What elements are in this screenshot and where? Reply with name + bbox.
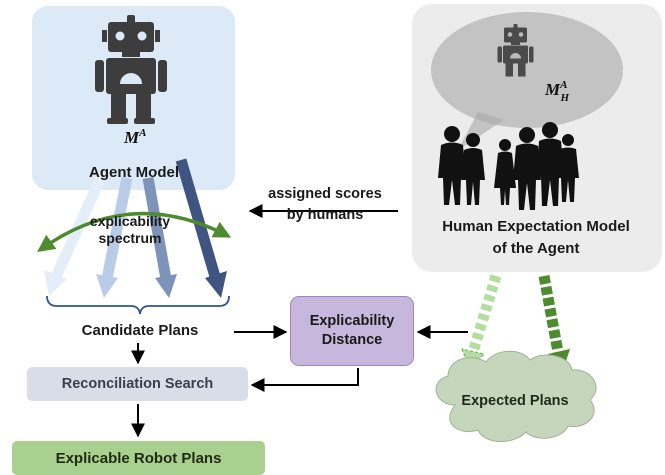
robot-icon-small	[497, 24, 534, 77]
explicable-robot-plans-label: Explicable Robot Plans	[55, 449, 222, 467]
human-model-label-line1: Human Expectation Model	[442, 218, 630, 235]
agent-model-label: Agent Model	[89, 164, 179, 181]
distance-to-reconciliation-arrow	[250, 368, 359, 392]
reconciliation-search-box: Reconciliation Search	[27, 367, 248, 401]
spectrum-label: explicability spectrum	[70, 213, 190, 247]
scores-label-line1: assigned scores	[268, 186, 382, 202]
spectrum-arc	[37, 211, 232, 253]
explicability-distance-line1: Explicability	[309, 313, 395, 329]
reconciliation-search-label: Reconciliation Search	[61, 376, 214, 392]
scores-label-line2: by humans	[286, 207, 364, 223]
human-model-label-line2: of the Agent	[492, 240, 580, 257]
scores-label: assigned scores by humans	[250, 184, 400, 226]
human-model-label: Human Expectation Model of the Agent	[405, 216, 665, 260]
explicability-distance-line2: Distance	[321, 332, 383, 348]
spectrum-label-line1: explicability	[89, 213, 171, 229]
spectrum-arrow-4	[175, 158, 227, 298]
cloud-shape	[435, 350, 597, 442]
candidate-brace	[46, 295, 230, 315]
expected-plans-label: Expected Plans	[461, 393, 569, 409]
robot-icon	[95, 15, 167, 124]
explicability-distance-box: Explicability Distance	[290, 296, 414, 366]
agent-model-symbol: MA	[123, 127, 146, 147]
explicable-robot-plans-box: Explicable Robot Plans	[12, 441, 265, 475]
human-model-superscript: A	[559, 79, 567, 91]
spectrum-label-line2: spectrum	[98, 230, 162, 246]
expected-arrow-light	[461, 274, 502, 371]
agent-model-superscript: A	[138, 127, 146, 139]
human-silhouettes-icon	[438, 122, 579, 210]
human-model-subscript: H	[559, 92, 569, 104]
candidate-plans-label: Candidate Plans	[81, 322, 199, 339]
